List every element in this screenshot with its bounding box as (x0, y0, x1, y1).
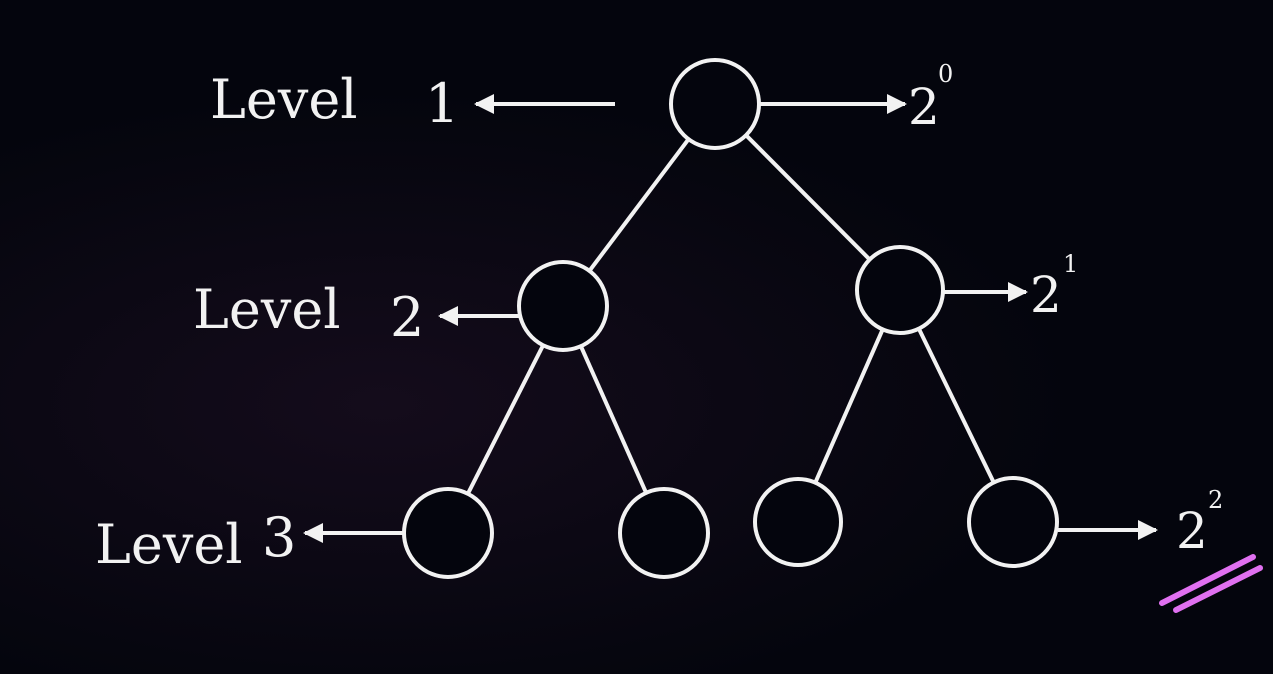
count-level-1-exponent: 0 (938, 60, 953, 88)
count-level-2-exponent: 1 (1063, 250, 1078, 278)
level-3-label: Level (95, 513, 243, 576)
level-2-label: Level (193, 278, 341, 341)
count-level-2-base: 2 (1030, 266, 1062, 324)
node-root (669, 58, 761, 150)
level-2-number: 2 (390, 286, 424, 349)
node (517, 260, 609, 352)
arrows (303, 94, 1158, 543)
level-3-number: 3 (262, 506, 296, 569)
count-level-3-exponent: 2 (1208, 486, 1223, 514)
node (855, 245, 945, 335)
count-level-1-base: 2 (908, 78, 940, 136)
pen-annotation-marks (1159, 554, 1263, 613)
node (402, 487, 494, 579)
node (967, 476, 1059, 568)
level-1-number: 1 (425, 72, 459, 135)
level-1-label: Level (210, 68, 358, 131)
node (753, 477, 843, 567)
tree-nodes (402, 58, 1059, 579)
count-level-3-base: 2 (1176, 502, 1208, 560)
node (618, 487, 710, 579)
